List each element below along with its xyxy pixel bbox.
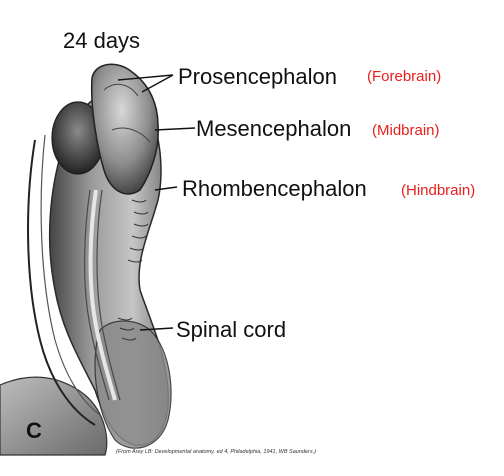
label-prosencephalon: Prosencephalon — [178, 64, 338, 89]
citation: (From Arey LB: Developmental anatomy, ed… — [116, 449, 316, 455]
label-hindbrain: (Hindbrain) — [401, 182, 476, 199]
neural-tube — [88, 189, 117, 401]
label-mesencephalon: Mesencephalon — [196, 116, 352, 141]
age-title: 24 days — [63, 28, 141, 53]
amnion-fold — [27, 139, 96, 426]
label-rhombencephalon: Rhombencephalon — [182, 176, 367, 201]
yolk-sac — [0, 376, 108, 456]
tail-region — [94, 320, 172, 449]
label-forebrain: (Forebrain) — [367, 68, 442, 85]
leader-lines — [117, 74, 196, 331]
somites — [117, 199, 149, 341]
label-spinal-cord: Spinal cord — [176, 317, 287, 342]
label-midbrain: (Midbrain) — [372, 122, 440, 139]
panel-letter: C — [26, 418, 42, 443]
head — [90, 63, 159, 195]
